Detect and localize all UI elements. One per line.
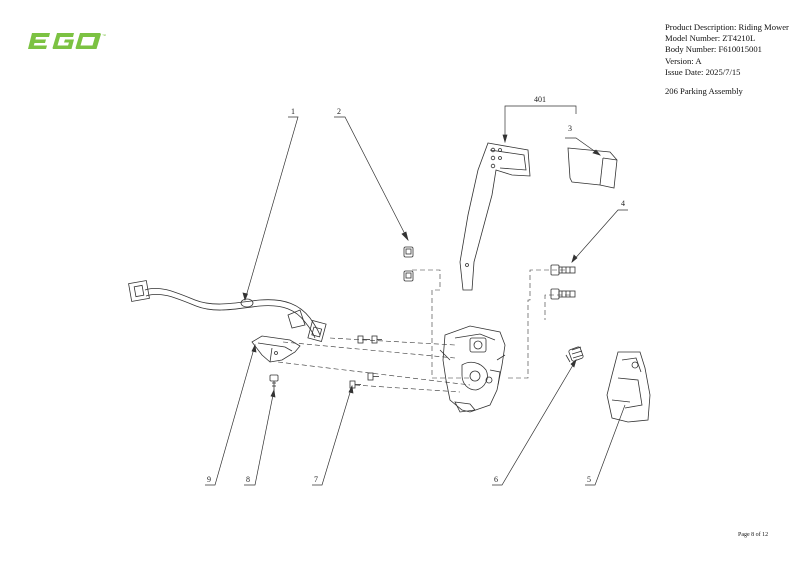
body-number: Body Number: F610015001: [665, 44, 762, 55]
model-number: Model Number: ZT4210L: [665, 33, 756, 44]
callout-1: 1: [291, 107, 295, 116]
callout-7: 7: [314, 475, 318, 484]
version: Version: A: [665, 55, 702, 66]
spring-part: [565, 346, 584, 363]
callout-leader-9: [205, 344, 256, 486]
parking-bracket-assembly: [439, 325, 506, 413]
bolt-part: [550, 264, 576, 300]
bolt-8-part: [269, 374, 279, 390]
trademark-mark: ™: [102, 33, 106, 38]
callout-leader-4: [571, 209, 628, 263]
product-description: Product Description: Riding Mower: [665, 22, 789, 32]
callout-3: 3: [568, 124, 572, 133]
callout-leader-2: [334, 116, 409, 241]
callout-leader-5: [585, 404, 626, 486]
issue-date: Issue Date: 2025/7/15: [665, 66, 741, 77]
callout-leader-8: [244, 389, 275, 486]
page-number: Page 8 of 12: [738, 532, 769, 538]
wire-harness-part: [128, 280, 327, 342]
assembly-title: 206 Parking Assembly: [665, 86, 743, 97]
callout-9: 9: [207, 475, 211, 484]
cover-part: [606, 351, 651, 423]
callout-6: 6: [494, 475, 498, 484]
callout-8: 8: [246, 475, 250, 484]
callout-401: 401: [534, 95, 546, 104]
callout-2: 2: [337, 107, 341, 116]
screw-part: [349, 335, 382, 389]
callout-5: 5: [587, 475, 591, 484]
mounting-bracket-part: [251, 335, 301, 363]
callout-4: 4: [621, 199, 625, 208]
callout-leader-1: [244, 116, 299, 301]
clip-part: [403, 246, 414, 282]
callout-leader-6: [492, 359, 577, 486]
drawing-info-block: Product Description: Riding Mower Model …: [665, 22, 789, 97]
pedal-pad-part: [567, 147, 618, 189]
callout-leader-401: [504, 105, 577, 140]
parking-lever-part: [459, 142, 531, 291]
ego-logo: ™: [28, 33, 106, 49]
callout-leader-3: [565, 137, 601, 156]
callout-leader-7: [312, 385, 353, 486]
